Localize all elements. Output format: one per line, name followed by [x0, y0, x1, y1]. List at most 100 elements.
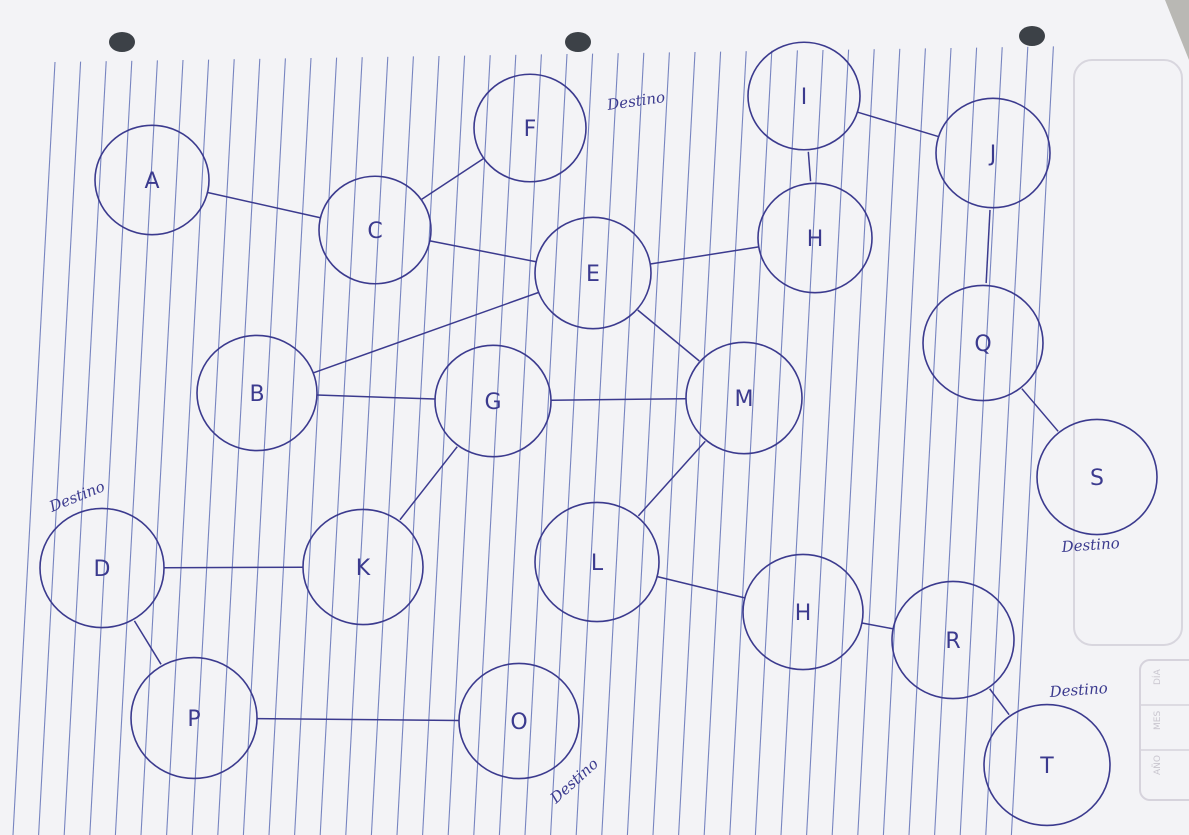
edge-g-m — [550, 397, 687, 402]
ruling-line — [1010, 46, 1054, 835]
ruling-line — [831, 49, 875, 835]
node-e: E — [534, 216, 652, 330]
ruling-line — [678, 51, 722, 835]
node-label: D — [94, 557, 111, 582]
ruling-line — [934, 47, 978, 835]
node-l: L — [534, 501, 660, 623]
node-label: A — [144, 169, 159, 194]
node-label: M — [735, 387, 754, 412]
edge-l-h2 — [657, 575, 745, 599]
node-label: H — [795, 601, 812, 626]
edge-i-h1 — [807, 151, 812, 182]
node-g: G — [434, 344, 552, 458]
ruling-line — [217, 58, 261, 835]
ruling-line — [12, 61, 56, 835]
node-label: G — [484, 390, 501, 415]
ruling-line — [908, 47, 952, 835]
ruling-line — [601, 52, 645, 835]
node-label: C — [367, 219, 382, 244]
node-j: J — [935, 97, 1051, 209]
date-tab-ano: AÑO — [1152, 755, 1163, 775]
ruling-line — [294, 57, 338, 835]
node-t: T — [983, 703, 1111, 827]
node-label: P — [187, 707, 200, 732]
edge-j-q — [985, 209, 991, 284]
node-k: K — [302, 508, 424, 626]
margin-strip — [1073, 59, 1183, 646]
node-s: S — [1036, 418, 1158, 536]
node-circle — [757, 182, 873, 294]
edge-b-e — [313, 291, 539, 374]
ruling-line — [754, 50, 798, 835]
node-circle — [935, 97, 1051, 209]
date-tab-dia: DÍA — [1151, 668, 1163, 685]
edge-a-c — [207, 191, 321, 219]
graph-edges — [133, 111, 1059, 722]
edge-c-f — [421, 158, 484, 200]
node-label: H — [807, 227, 824, 252]
node-label: K — [356, 556, 371, 581]
node-circle — [318, 175, 432, 285]
node-label: J — [988, 142, 997, 167]
node-circle — [747, 41, 861, 151]
edge-q-s — [1021, 388, 1059, 432]
node-b: B — [196, 334, 318, 452]
node-circle — [685, 341, 803, 455]
edge-p-o — [256, 717, 460, 722]
node-circle — [39, 507, 165, 629]
edge-m-l — [637, 440, 706, 517]
node-h1: H — [757, 182, 873, 294]
node-circle — [434, 344, 552, 458]
node-label: E — [586, 262, 600, 287]
date-tab-box: DÍA MES AÑO — [1139, 659, 1189, 801]
ruling-line — [985, 46, 1029, 835]
ruling-line — [268, 57, 312, 835]
node-label: S — [1090, 466, 1104, 491]
node-c: C — [318, 175, 432, 285]
ruling-line — [422, 55, 466, 835]
ruling-line — [652, 51, 696, 835]
ruling-line — [319, 57, 363, 835]
node-circle — [742, 553, 864, 671]
ruling-line — [38, 61, 82, 835]
ruling-line — [166, 59, 210, 835]
node-f: F — [473, 73, 587, 183]
ruling-line — [780, 49, 824, 835]
ruling-line — [242, 58, 286, 835]
node-circle — [891, 580, 1015, 700]
notebook-rulings — [12, 46, 1054, 835]
ruling-line — [959, 47, 1003, 835]
node-label: B — [249, 382, 264, 407]
ruling-line — [473, 54, 517, 835]
node-label: L — [591, 551, 604, 576]
binder-hole — [109, 32, 135, 52]
node-p: P — [130, 656, 258, 780]
node-circle — [983, 703, 1111, 827]
annotation-destino-t: Destino — [1048, 679, 1108, 701]
binder-hole — [1019, 26, 1045, 46]
node-a: A — [94, 124, 210, 236]
edge-h2-r — [861, 622, 894, 630]
node-label: F — [524, 117, 537, 142]
node-circle — [473, 73, 587, 183]
annotation-destino-s: Destino — [1060, 534, 1120, 556]
edge-b-g — [316, 394, 436, 400]
node-label: Q — [974, 332, 991, 357]
node-label: T — [1039, 754, 1054, 779]
edge-i-j — [857, 111, 939, 138]
node-circle — [1036, 418, 1158, 536]
ruling-line — [575, 53, 619, 835]
edge-d-p — [133, 620, 162, 665]
edge-e-h1 — [650, 246, 759, 265]
ruling-line — [396, 55, 440, 835]
node-circle — [458, 662, 580, 780]
node-m: M — [685, 341, 803, 455]
edge-e-m — [637, 309, 700, 362]
edge-d-k — [163, 566, 304, 569]
node-label: R — [945, 629, 960, 654]
ruling-line — [703, 51, 747, 835]
edge-g-k — [399, 446, 458, 521]
